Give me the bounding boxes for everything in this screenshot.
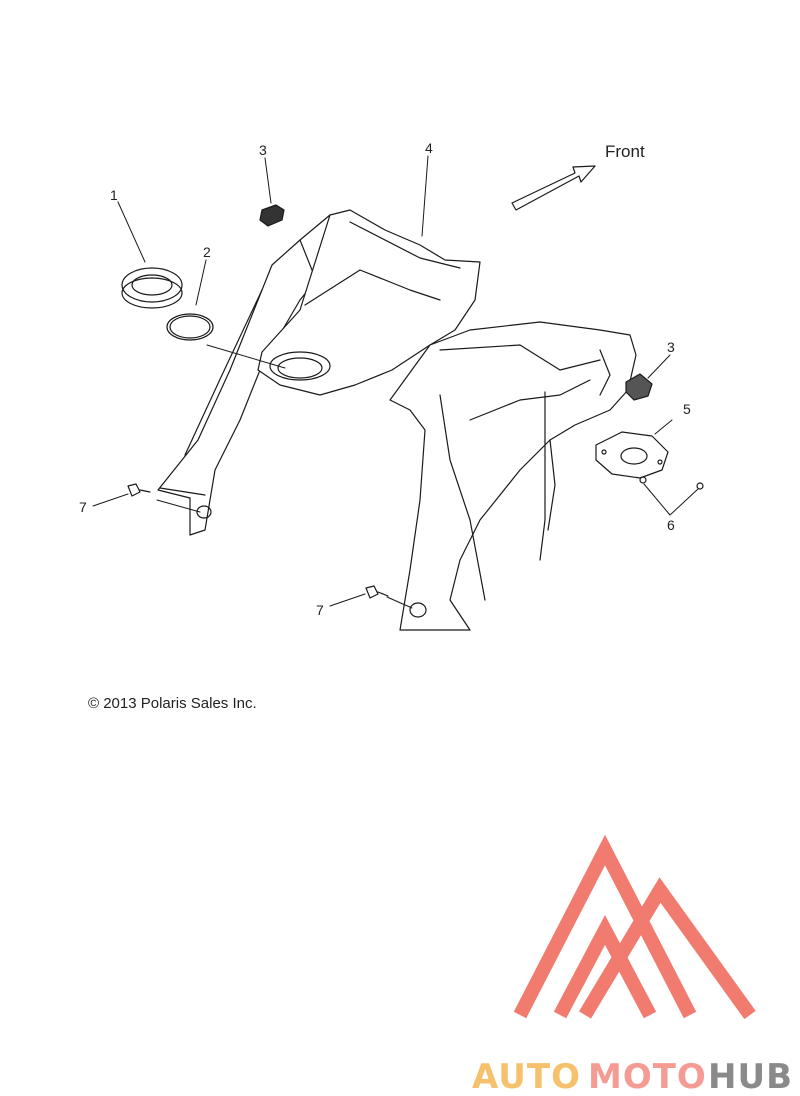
part-7-rivet-right xyxy=(365,585,389,599)
triangle-logo-icon xyxy=(513,834,756,1020)
callout-3-upper: 3 xyxy=(259,142,267,158)
callout-1: 1 xyxy=(110,187,118,203)
watermark-hub: HUB xyxy=(708,1057,793,1096)
callout-7-left: 7 xyxy=(79,499,87,515)
watermark-moto: MOTO xyxy=(588,1057,707,1096)
callout-4: 4 xyxy=(425,140,433,156)
watermark-auto: AUTO xyxy=(472,1057,581,1096)
callout-5: 5 xyxy=(683,401,691,417)
callout-6: 6 xyxy=(667,517,675,533)
leader-lines xyxy=(92,155,699,609)
part-3-clip-upper xyxy=(259,204,285,227)
front-label: Front xyxy=(605,142,645,161)
part-3-clip-right xyxy=(625,373,653,401)
part-5-plate xyxy=(595,431,669,479)
part-6-screws xyxy=(639,476,704,490)
part-1-retaining-nut xyxy=(121,267,183,309)
callout-7-right: 7 xyxy=(316,602,324,618)
part-7-rivet-left xyxy=(127,483,151,497)
front-arrow-icon xyxy=(511,165,596,211)
parts-diagram: 1 2 3 4 3 5 6 7 7 Front xyxy=(79,140,704,631)
part-2-o-ring xyxy=(166,313,214,341)
console-housing xyxy=(157,209,637,631)
copyright-notice: © 2013 Polaris Sales Inc. xyxy=(88,695,257,712)
callout-3-right: 3 xyxy=(667,339,675,355)
automotohub-logo: AUTO MOTO HUB xyxy=(472,834,793,1096)
callout-2: 2 xyxy=(203,244,211,260)
